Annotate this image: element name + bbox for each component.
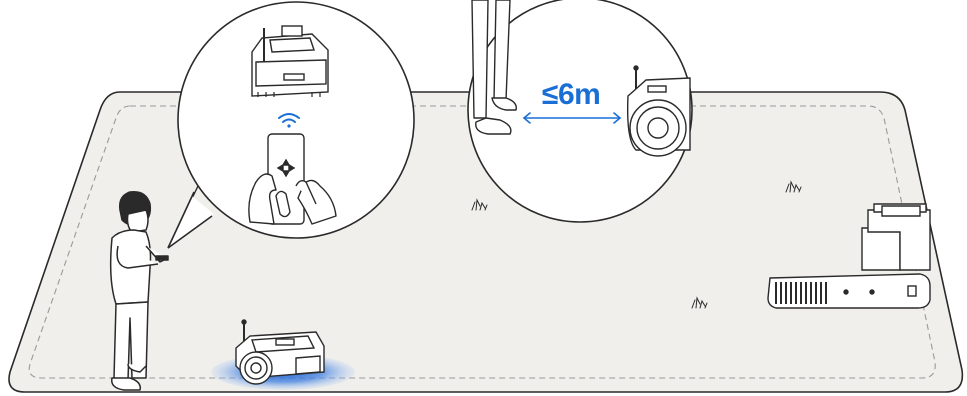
distance-label: ≤6m	[542, 78, 600, 112]
